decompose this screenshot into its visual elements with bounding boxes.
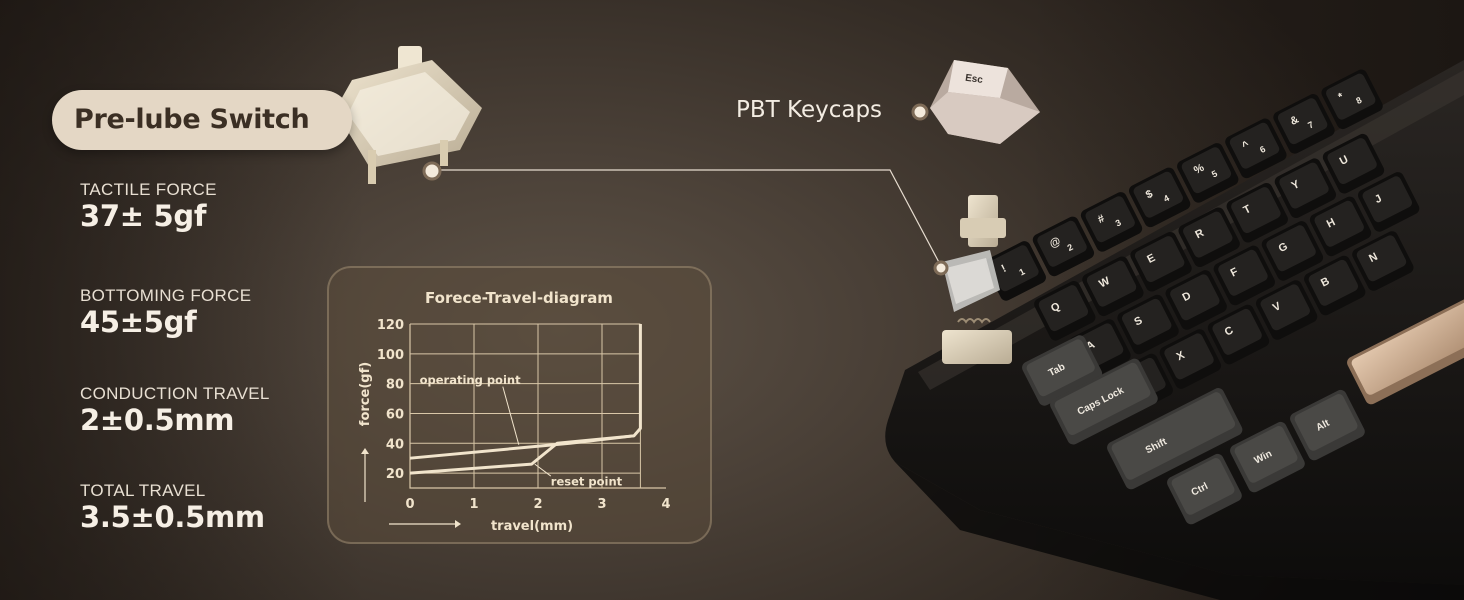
esc-key-label: Esc bbox=[964, 73, 984, 86]
svg-text:S: S bbox=[1132, 315, 1144, 329]
letter-key: C bbox=[1207, 304, 1270, 365]
operating-point-label: operating point bbox=[420, 373, 521, 387]
svg-text:J: J bbox=[1373, 193, 1384, 206]
svg-text:5: 5 bbox=[1210, 168, 1219, 179]
bottoming-force-label: BOTTOMING FORCE bbox=[80, 286, 252, 305]
y-tick-label: 100 bbox=[377, 348, 404, 363]
letter-key: T bbox=[1226, 182, 1288, 243]
x-direction-arrow bbox=[389, 520, 461, 528]
y-tick-label: 120 bbox=[377, 318, 404, 333]
modifier-keys: Tab Caps Lock Shift Ctrl Win Alt bbox=[1022, 280, 1464, 525]
svg-text:T: T bbox=[1242, 203, 1254, 217]
number-key: &7 bbox=[1273, 94, 1335, 154]
svg-text:$: $ bbox=[1144, 188, 1155, 201]
diagram-panel bbox=[327, 266, 712, 544]
bottoming-force-value: 45±5gf bbox=[80, 305, 197, 339]
number-key: @2 bbox=[1032, 216, 1095, 277]
svg-text:F: F bbox=[1229, 266, 1241, 280]
letter-key: Y bbox=[1274, 158, 1337, 218]
letter-key: G bbox=[1261, 221, 1324, 281]
svg-text:*: * bbox=[1336, 90, 1346, 103]
reset-point-label: reset point bbox=[551, 475, 623, 489]
number-key: ^6 bbox=[1225, 118, 1287, 179]
reset-point-leader bbox=[534, 463, 552, 477]
switch-illustration bbox=[335, 46, 482, 184]
keyboard-callout-dot bbox=[933, 260, 949, 276]
chart-ylabel: force(gf) bbox=[358, 362, 373, 426]
svg-text:3: 3 bbox=[1114, 217, 1123, 228]
svg-text:^: ^ bbox=[1240, 139, 1252, 153]
svg-text:8: 8 bbox=[1354, 95, 1363, 106]
chart-title: Forece-Travel-diagram bbox=[425, 289, 613, 307]
y-tick-label: 20 bbox=[386, 467, 404, 482]
x-tick-label: 2 bbox=[533, 497, 542, 512]
letter-key: U bbox=[1322, 133, 1385, 194]
chart-ticks: 20 40 60 80 100 120 0 1 2 3 4 bbox=[377, 318, 671, 512]
svg-text:4: 4 bbox=[1162, 193, 1171, 204]
chart-grid bbox=[409, 323, 666, 489]
total-travel-label: TOTAL TRAVEL bbox=[80, 481, 206, 500]
x-tick-label: 3 bbox=[597, 497, 606, 512]
letter-key: B bbox=[1304, 255, 1366, 316]
letter-key: S bbox=[1117, 294, 1179, 355]
svg-text:2: 2 bbox=[1066, 242, 1075, 253]
esc-keycap: Esc bbox=[930, 60, 1040, 144]
x-tick-label: 4 bbox=[661, 497, 670, 512]
letter-key: R bbox=[1178, 207, 1240, 268]
number-key: #3 bbox=[1080, 192, 1143, 252]
y-direction-arrow bbox=[361, 448, 369, 502]
letter-key: E bbox=[1130, 231, 1192, 292]
keycaps-label: PBT Keycaps bbox=[736, 97, 883, 123]
x-tick-label: 0 bbox=[405, 497, 414, 512]
callout-lines bbox=[422, 103, 949, 276]
svg-text:6: 6 bbox=[1258, 144, 1267, 155]
chart-lines bbox=[409, 324, 642, 475]
svg-text:@: @ bbox=[1048, 235, 1063, 251]
svg-text:1: 1 bbox=[1018, 266, 1027, 277]
y-tick-label: 40 bbox=[386, 437, 404, 452]
x-tick-label: 1 bbox=[469, 497, 478, 512]
number-key: $4 bbox=[1128, 167, 1191, 228]
chart-annotations: operating point reset point bbox=[420, 373, 623, 488]
tactile-force-value: 37± 5gf bbox=[80, 199, 207, 233]
y-tick-label: 80 bbox=[386, 378, 404, 393]
svg-text:7: 7 bbox=[1306, 119, 1315, 130]
svg-text:E: E bbox=[1145, 252, 1157, 266]
letter-key: J bbox=[1358, 172, 1420, 232]
letter-key: D bbox=[1165, 270, 1227, 330]
chart-xlabel: travel(mm) bbox=[491, 519, 573, 534]
switch-title: Pre-lube Switch bbox=[74, 104, 310, 135]
tactile-force-label: TACTILE FORCE bbox=[80, 180, 217, 199]
keycap-callout-dot bbox=[911, 103, 929, 121]
letter-key: W bbox=[1082, 256, 1144, 317]
y-tick-label: 60 bbox=[386, 407, 404, 422]
force-travel-chart: Forece-Travel-diagram 20 40 60 80 100 120 0 1 2 3… bbox=[358, 289, 671, 534]
svg-text:!: ! bbox=[1000, 263, 1009, 275]
exploded-switch bbox=[942, 195, 1012, 364]
total-travel-value: 3.5±0.5mm bbox=[80, 500, 265, 534]
operating-point-leader bbox=[502, 386, 520, 445]
letter-key: V bbox=[1255, 280, 1318, 340]
number-key: !1 bbox=[984, 241, 1046, 301]
number-key: *8 bbox=[1321, 69, 1383, 130]
series-line-1 bbox=[409, 434, 635, 475]
letter-key: N bbox=[1352, 231, 1414, 291]
letter-key: Q bbox=[1034, 281, 1096, 341]
letter-key: H bbox=[1309, 196, 1372, 257]
letter-key: F bbox=[1213, 245, 1275, 306]
keycap-grid: !1@2#3$4%5^6&7*8 QWERTYUASDFGHJZXCVBN bbox=[984, 69, 1420, 414]
switch-title-pill bbox=[52, 90, 352, 150]
conduction-travel-value: 2±0.5mm bbox=[80, 403, 235, 437]
svg-text:#: # bbox=[1096, 213, 1107, 226]
number-key: %5 bbox=[1177, 143, 1239, 203]
conduction-travel-label: CONDUCTION TRAVEL bbox=[80, 384, 270, 403]
letter-key: X bbox=[1159, 329, 1222, 389]
switch-callout-dot bbox=[422, 161, 442, 181]
